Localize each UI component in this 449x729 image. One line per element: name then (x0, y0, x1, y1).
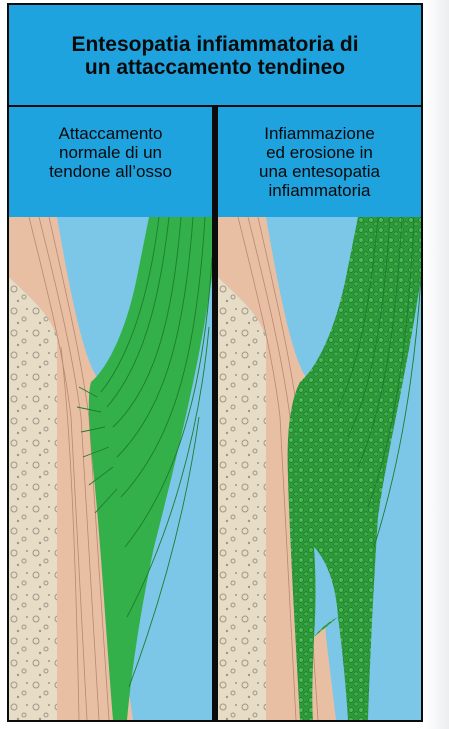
diagram-title: Entesopatia infiammatoria di un attaccam… (71, 33, 358, 79)
bone-marrow (9, 277, 57, 720)
title-banner: Entesopatia infiammatoria di un attaccam… (9, 5, 421, 105)
panel-normal-attachment: Attaccamento normale di un tendone all’o… (9, 107, 212, 720)
diagram-frame: Entesopatia infiammatoria di un attaccam… (7, 3, 423, 722)
normal-attachment-illustration (9, 217, 212, 720)
bone-marrow (218, 277, 266, 720)
inflamed-attachment-illustration (218, 217, 421, 720)
panel-inflamed-attachment: Infiammazione ed erosione in una entesop… (218, 107, 421, 720)
panel-inflamed-caption: Infiammazione ed erosione in una entesop… (218, 107, 421, 217)
panel-normal-caption: Attaccamento normale di un tendone all’o… (9, 107, 212, 217)
